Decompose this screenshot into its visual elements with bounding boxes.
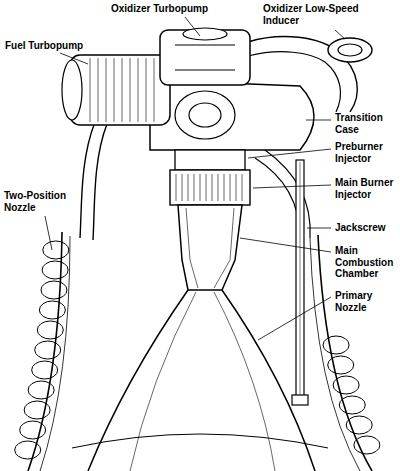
coil-loop [15, 441, 41, 459]
injector-tube [224, 174, 225, 201]
part-label: Fuel Turbopump [4, 40, 114, 52]
injector-tube [206, 174, 207, 201]
injector-tube [212, 174, 213, 201]
oxidizer-turbopump [160, 28, 250, 85]
rib-line [90, 58, 91, 122]
coil-loop [339, 396, 365, 414]
part-label: Jackscrew [334, 222, 398, 234]
rib-line [122, 58, 123, 122]
jackscrew [292, 160, 308, 405]
coil-loop [333, 376, 359, 394]
leader-lines [45, 17, 345, 340]
coil-loop [41, 281, 67, 299]
injector-tube [188, 174, 189, 201]
coil-loop [328, 356, 354, 374]
part-label: Primary Nozzle [334, 290, 398, 313]
coil-loop [42, 261, 68, 279]
injector-tube [182, 174, 183, 201]
injector-tube [218, 174, 219, 201]
coil-loop [43, 241, 69, 259]
rib-line [98, 58, 99, 122]
coil-loop [39, 301, 65, 319]
main-burner-injector [170, 170, 250, 205]
rib-line [106, 58, 107, 122]
coil-loop [28, 381, 54, 399]
part-label: Transition Case [334, 112, 398, 135]
injector-tube [236, 174, 237, 201]
fuel-turbopump [62, 55, 170, 125]
primary-nozzle [72, 290, 328, 471]
coil-loop [354, 436, 380, 454]
part-label: Oxidizer Low-Speed Inducer [262, 3, 374, 26]
injector-tube [242, 174, 243, 201]
coil-loop [20, 421, 46, 439]
part-label: Main Burner Injector [334, 177, 398, 200]
rib-line [146, 58, 147, 122]
injector-tube [230, 174, 231, 201]
coil-loop [24, 401, 50, 419]
main-combustion-chamber [178, 205, 242, 290]
preburner-injector [175, 150, 245, 170]
injector-tube [200, 174, 201, 201]
coil-loop [35, 341, 61, 359]
rib-line [138, 58, 139, 122]
part-label: Two-Position Nozzle [3, 190, 71, 213]
transition-case [150, 80, 314, 150]
rib-line [154, 58, 155, 122]
coil-loop [323, 336, 349, 354]
rib-line [130, 58, 131, 122]
coil-loop [32, 361, 58, 379]
coil-loop [37, 321, 63, 339]
part-label: Main Combustion Chamber [334, 245, 398, 280]
injector-tube [176, 174, 177, 201]
injector-tube [194, 174, 195, 201]
part-label: Oxidizer Turbopump [110, 3, 240, 15]
part-label: Preburner Injector [334, 141, 398, 164]
rib-line [114, 58, 115, 122]
coil-loop [346, 416, 372, 434]
